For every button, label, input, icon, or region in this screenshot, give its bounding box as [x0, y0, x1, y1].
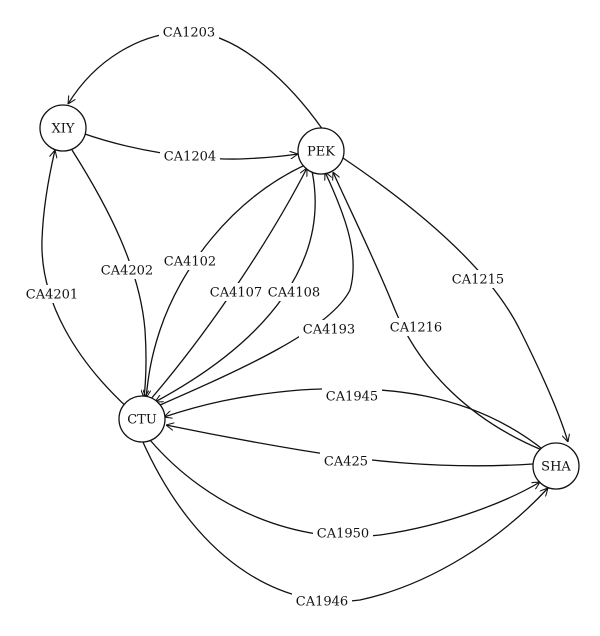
edge-ca4202: [71, 149, 146, 398]
svg-text:CA1945: CA1945: [326, 390, 378, 405]
edge-ca1203: [68, 31, 324, 131]
svg-text:XIY: XIY: [52, 122, 75, 137]
edge-ca1946: [141, 439, 548, 603]
edge-label-ca1945: CA1945: [322, 387, 382, 405]
svg-text:PEK: PEK: [307, 145, 335, 160]
edge-label-ca4107: CA4107: [206, 283, 266, 301]
edge-label-ca1950: CA1950: [313, 524, 373, 542]
svg-text:SHA: SHA: [541, 460, 571, 475]
edge-label-ca1216: CA1216: [386, 318, 446, 336]
edge-ca4201: [41, 150, 131, 411]
edge-label-ca4102: CA4102: [160, 252, 220, 270]
svg-text:CA1215: CA1215: [452, 273, 504, 288]
svg-text:CA425: CA425: [324, 455, 368, 470]
edge-label-ca4108: CA4108: [264, 283, 324, 301]
edge-ca1215: [342, 157, 568, 442]
node-pek: PEK: [297, 127, 345, 175]
edge-label-ca4202: CA4202: [97, 261, 157, 279]
svg-text:CA1203: CA1203: [163, 26, 215, 41]
edge-ca4193: [159, 172, 354, 406]
edge-label-ca1204: CA1204: [160, 147, 220, 165]
svg-text:CA1950: CA1950: [317, 527, 369, 542]
svg-text:CA4202: CA4202: [101, 264, 153, 279]
edge-label-ca1215: CA1215: [448, 270, 508, 288]
edge-label-ca4201: CA4201: [22, 285, 82, 303]
svg-text:CA1216: CA1216: [390, 321, 442, 336]
edge-label-ca1203: CA1203: [159, 23, 219, 41]
svg-text:CA4102: CA4102: [164, 255, 216, 270]
edge-label-ca425: CA425: [320, 452, 372, 470]
svg-text:CTU: CTU: [127, 413, 157, 428]
node-ctu: CTU: [118, 395, 166, 443]
edge-label-ca1946: CA1946: [292, 592, 352, 610]
edge-ca1204: [81, 132, 298, 160]
edge-ca4102: [146, 164, 306, 398]
svg-text:CA4201: CA4201: [26, 288, 78, 303]
svg-text:CA4108: CA4108: [268, 286, 320, 301]
svg-text:CA1204: CA1204: [164, 150, 216, 165]
svg-text:CA4107: CA4107: [210, 286, 262, 301]
svg-text:CA1946: CA1946: [296, 595, 348, 610]
edge-ca1945: [164, 387, 547, 453]
edge-ca1216: [333, 172, 543, 451]
node-sha: SHA: [532, 442, 580, 490]
edge-ca425: [166, 425, 534, 467]
svg-text:CA4193: CA4193: [303, 323, 355, 338]
edge-label-ca4193: CA4193: [299, 320, 359, 338]
node-xiy: XIY: [39, 104, 87, 152]
